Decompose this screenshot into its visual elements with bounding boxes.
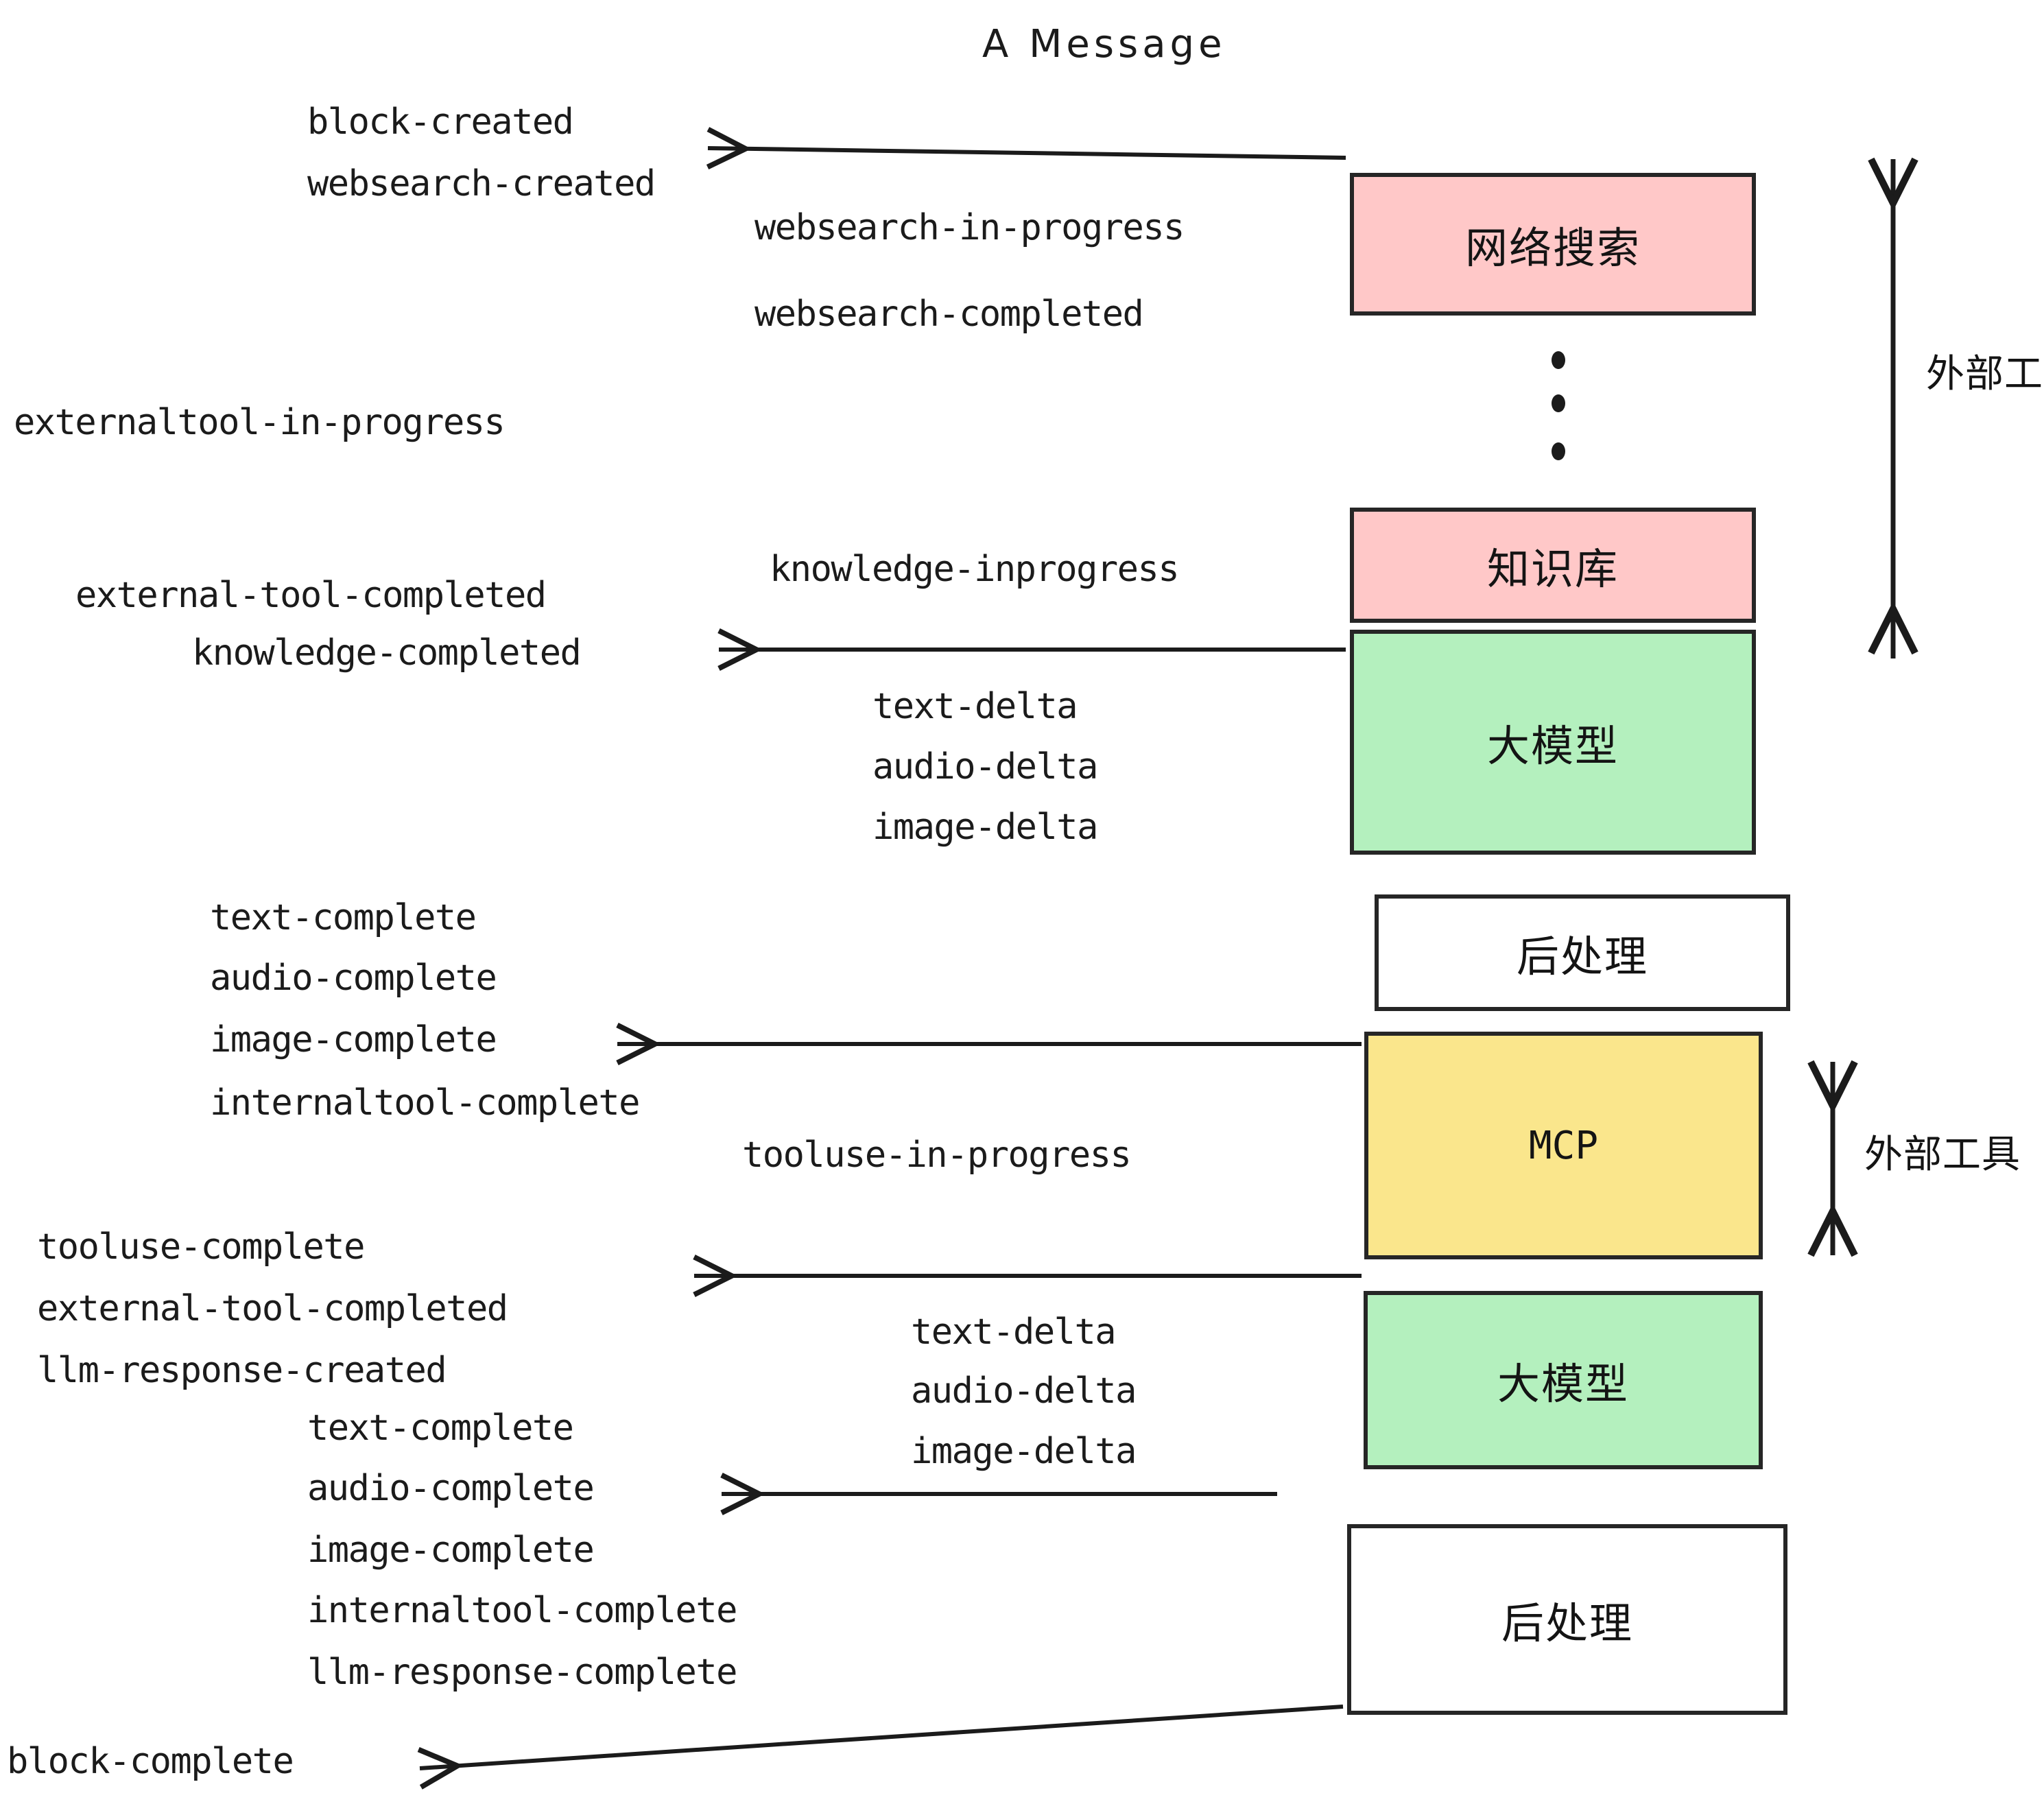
event-external-tool-completed-1: external-tool-completed <box>75 575 547 616</box>
event-block-complete: block-complete <box>7 1741 294 1782</box>
event-internaltool-complete-1: internaltool-complete <box>210 1082 640 1124</box>
node-websearch-label: 网络搜索 <box>1464 223 1641 273</box>
node-mcp-label: MCP <box>1528 1123 1599 1168</box>
event-tooluse-in-progress: tooluse-in-progress <box>742 1135 1132 1176</box>
ellipsis-dot-3 <box>1552 442 1565 460</box>
event-tooluse-complete: tooluse-complete <box>37 1226 365 1268</box>
event-knowledge-inprogress: knowledge-inprogress <box>770 549 1180 590</box>
ellipsis-dot-1 <box>1552 351 1565 369</box>
event-text-complete-1: text-complete <box>210 897 477 938</box>
event-websearch-created: websearch-created <box>307 163 656 204</box>
event-llm-response-complete: llm-response-complete <box>307 1652 737 1693</box>
event-audio-delta-2: audio-delta <box>911 1370 1137 1412</box>
event-image-complete-1: image-complete <box>210 1019 497 1060</box>
event-audio-complete-2: audio-complete <box>307 1468 595 1509</box>
ellipsis-dot-2 <box>1552 394 1565 412</box>
node-llm-2[interactable]: 大模型 <box>1364 1291 1763 1469</box>
event-llm-response-created: llm-response-created <box>37 1350 447 1391</box>
event-internaltool-complete-2: internaltool-complete <box>307 1590 737 1631</box>
event-external-tool-completed-2: external-tool-completed <box>37 1288 508 1329</box>
node-llm-2-label: 大模型 <box>1497 1359 1629 1409</box>
event-externaltool-in-progress: externaltool-in-progress <box>14 402 506 443</box>
event-block-created: block-created <box>307 102 574 143</box>
node-postproc-2[interactable]: 后处理 <box>1347 1524 1787 1715</box>
node-knowledge-label: 知识库 <box>1486 544 1619 594</box>
node-postproc-1[interactable]: 后处理 <box>1375 894 1790 1011</box>
event-knowledge-completed: knowledge-completed <box>192 632 582 674</box>
diagram-title: A Message <box>982 22 1226 67</box>
node-mcp[interactable]: MCP <box>1364 1032 1763 1259</box>
side-label-external-tool-lower: 外部工具 <box>1864 1132 2021 1177</box>
arrow-postproc-to-block-complete <box>420 1705 1344 1768</box>
event-audio-complete-1: audio-complete <box>210 958 497 999</box>
node-postproc-2-label: 后处理 <box>1501 1598 1633 1648</box>
event-text-delta-2: text-delta <box>911 1312 1117 1353</box>
event-image-complete-2: image-complete <box>307 1530 595 1571</box>
side-label-external-tool-upper: 外部工具 <box>1926 352 2044 396</box>
arrow-websearch-to-block-created <box>708 148 1346 158</box>
node-websearch[interactable]: 网络搜索 <box>1350 173 1756 316</box>
event-text-delta-1: text-delta <box>872 686 1078 727</box>
event-websearch-completed: websearch-completed <box>754 294 1144 335</box>
event-image-delta-1: image-delta <box>872 807 1098 848</box>
event-text-complete-2: text-complete <box>307 1408 574 1449</box>
node-llm-1[interactable]: 大模型 <box>1350 630 1756 855</box>
event-audio-delta-1: audio-delta <box>872 746 1098 787</box>
event-image-delta-2: image-delta <box>911 1431 1137 1472</box>
node-postproc-1-label: 后处理 <box>1516 931 1648 982</box>
event-websearch-in-progress: websearch-in-progress <box>754 207 1185 248</box>
node-knowledge[interactable]: 知识库 <box>1350 508 1756 623</box>
node-llm-1-label: 大模型 <box>1486 721 1619 771</box>
